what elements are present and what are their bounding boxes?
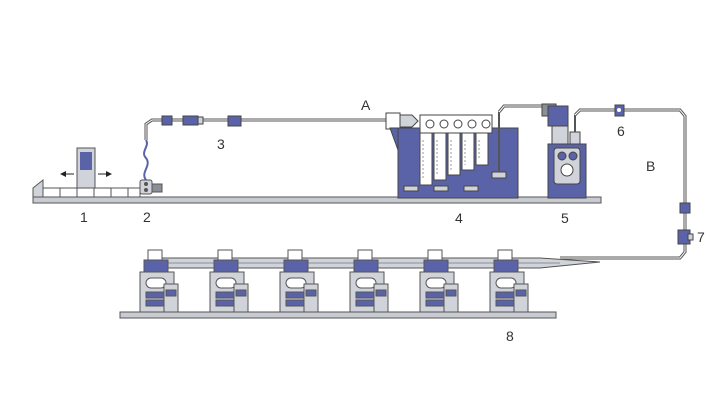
carding-machine xyxy=(209,249,249,313)
label-2: 2 xyxy=(143,209,151,225)
label-8: 8 xyxy=(506,328,514,344)
carding-machine xyxy=(419,249,459,313)
label-3: 3 xyxy=(217,136,225,152)
carding-machine xyxy=(489,249,529,313)
blending-chamber-4 xyxy=(389,112,519,199)
label-5: 5 xyxy=(561,210,569,226)
label-a: A xyxy=(361,97,371,113)
upper-base-rail xyxy=(32,196,602,204)
fine-opener-5 xyxy=(541,103,587,199)
label-4: 4 xyxy=(455,210,463,226)
lower-base-rail xyxy=(119,311,557,319)
carding-machines xyxy=(139,249,529,313)
carding-machine xyxy=(349,249,389,313)
label-6: 6 xyxy=(617,123,625,139)
carding-machine xyxy=(279,249,319,313)
duct-4-to-5 xyxy=(497,104,545,113)
condenser-6 xyxy=(614,104,625,117)
bale-opener-unit xyxy=(32,147,141,198)
label-7: 7 xyxy=(697,229,705,245)
duct-fittings xyxy=(161,115,242,127)
label-b: B xyxy=(646,158,655,174)
carding-machine xyxy=(139,249,179,313)
inlet-a xyxy=(385,112,419,130)
label-1: 1 xyxy=(80,209,88,225)
fan-7 xyxy=(677,202,694,245)
feeder-unit xyxy=(139,139,163,195)
